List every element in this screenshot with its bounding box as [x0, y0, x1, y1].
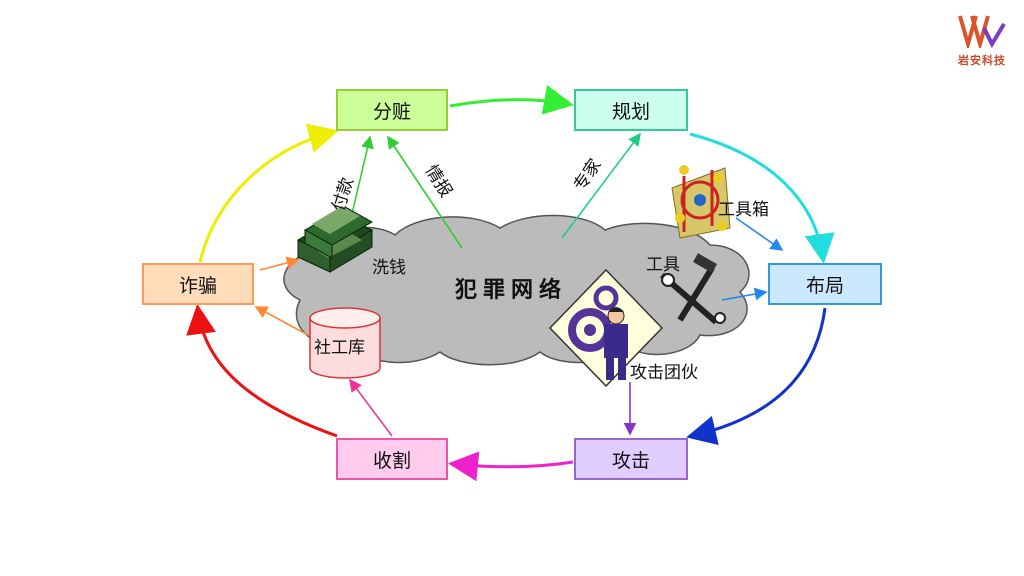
- node-fraud: 诈骗: [142, 263, 254, 305]
- label-tools: 工具: [646, 250, 680, 275]
- label-toolbox: 工具箱: [718, 195, 769, 220]
- arrow-toolbox: [736, 218, 782, 250]
- arrow-split-to-plan: [450, 100, 568, 106]
- label-expert: 专家: [570, 156, 606, 195]
- brand-text: 岩安科技: [950, 52, 1014, 68]
- node-attack: 攻击: [574, 438, 688, 480]
- node-harvest: 收割: [336, 438, 448, 480]
- brand-logo: 岩安科技: [950, 14, 1014, 68]
- brand-mark-icon: [957, 14, 1007, 48]
- arrow-attack-to-harvest: [454, 462, 573, 467]
- label-database: 社工库: [314, 333, 365, 358]
- center-title: 犯罪网络: [455, 272, 567, 304]
- node-layout: 布局: [768, 263, 882, 305]
- label-laundering: 洗钱: [372, 253, 406, 278]
- arrow-payment: [352, 137, 370, 214]
- node-plan: 规划: [574, 89, 688, 131]
- node-split: 分赃: [336, 89, 448, 131]
- label-attack-team: 攻击团伙: [630, 358, 698, 383]
- arrow-harvest-to-database: [350, 380, 392, 436]
